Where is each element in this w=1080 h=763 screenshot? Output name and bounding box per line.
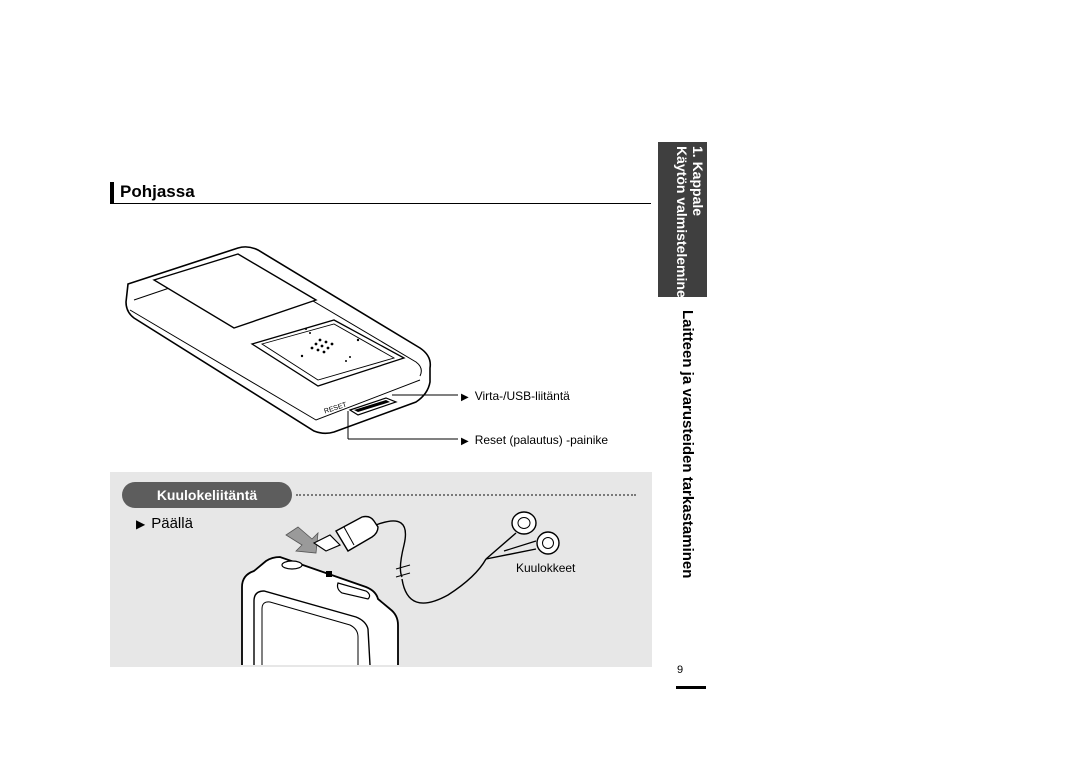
heading-bar	[110, 182, 114, 204]
device-bottom-illustration	[125, 246, 432, 435]
page-number-rule	[676, 686, 706, 689]
earphone-illustration	[241, 511, 560, 666]
side-heading: Laitteen ja varusteiden tarkastaminen	[679, 310, 696, 579]
power-usb-text: Virta-/USB-liitäntä	[474, 389, 570, 403]
dotted-rule	[296, 494, 636, 496]
position-text: Päällä	[151, 515, 193, 532]
arrow-down-left-icon	[285, 526, 319, 554]
triangle-right-icon: ▶	[461, 392, 469, 403]
reset-button-text: Reset (palautus) -painike	[474, 433, 609, 447]
chapter-side-tab	[658, 142, 707, 297]
earphone-section-title: Kuulokeliitäntä	[122, 482, 292, 508]
chapter-section-label: Käytön valmisteleminen	[674, 146, 690, 307]
position-label: ▶ Päällä	[136, 515, 193, 533]
triangle-right-icon: ▶	[136, 517, 146, 531]
callout-lines	[347, 394, 458, 440]
section-title: Pohjassa	[120, 182, 195, 201]
chapter-label: 1. Kappale	[690, 146, 706, 217]
heading-rule	[110, 203, 651, 204]
page-number: 9	[676, 664, 684, 676]
earphones-label: Kuulokkeet	[516, 561, 576, 575]
power-usb-label: ▶ Virta-/USB-liitäntä	[461, 389, 570, 405]
reset-button-label: ▶ Reset (palautus) -painike	[461, 433, 608, 449]
triangle-right-icon: ▶	[461, 436, 469, 447]
